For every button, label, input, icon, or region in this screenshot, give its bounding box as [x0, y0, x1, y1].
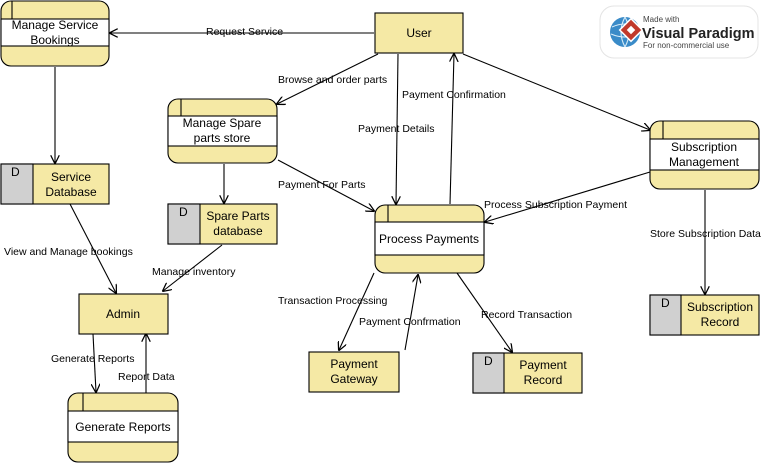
store-subscription-record-marker: D: [661, 296, 670, 310]
entity-user[interactable]: User: [374, 12, 464, 54]
entity-admin[interactable]: Admin: [78, 293, 169, 335]
watermark-license: For non-commercial use: [643, 41, 730, 50]
label-payment-for-parts: Payment For Parts: [278, 179, 366, 191]
flow-user-to-subscription: [462, 53, 650, 130]
label-request-service: Request Service: [206, 26, 283, 38]
flow-transaction-processing: [339, 272, 375, 350]
label-view-and-manage-bookings: View and Manage bookings: [4, 246, 133, 258]
flow-labels: Request Service Browse and order parts P…: [4, 26, 761, 383]
flow-generate-reports: [93, 333, 96, 392]
label-generate-reports: Generate Reports: [51, 353, 134, 365]
flow-payment-details: [396, 53, 398, 204]
label-record-transaction: Record Transaction: [481, 309, 572, 321]
flow-record-transaction: [456, 272, 512, 352]
flow-manage-inventory: [163, 244, 223, 291]
process-process-payments[interactable]: Process Payments: [374, 204, 485, 274]
label-store-subscription-data: Store Subscription Data: [650, 228, 761, 240]
label-process-subscription-payment: Process Subscription Payment: [484, 199, 627, 211]
flow-payment-confirmation: [450, 54, 454, 205]
flow-view-and-manage-bookings: [69, 203, 116, 293]
entity-admin-label: Admin: [106, 307, 140, 321]
label-transaction-processing: Transaction Processing: [278, 295, 387, 307]
label-manage-inventory: Manage inventory: [152, 266, 236, 278]
visual-paradigm-watermark: Made with Visual Paradigm For non-commer…: [599, 5, 759, 59]
label-browse-and-order-parts: Browse and order parts: [278, 74, 387, 86]
flow-browse-and-order-parts: [277, 53, 379, 104]
flow-process-subscription-payment: [485, 171, 651, 222]
process-generate-reports-label: Generate Reports: [75, 420, 170, 434]
flow-payment-for-parts: [277, 159, 374, 211]
label-report-data: Report Data: [118, 371, 175, 383]
watermark-brand: Visual Paradigm: [642, 26, 755, 42]
process-generate-reports[interactable]: Generate Reports: [67, 392, 179, 463]
label-payment-confirmation: Payment Confirmation: [402, 89, 506, 101]
flows: [55, 33, 705, 394]
label-payment-details: Payment Details: [358, 123, 434, 135]
entity-user-label: User: [406, 26, 431, 40]
store-service-database-marker: D: [11, 165, 20, 179]
visual-paradigm-logo-icon: [610, 16, 644, 48]
process-process-payments-label: Process Payments: [379, 232, 479, 246]
label-payment-confrmation: Payment Confrmation: [359, 316, 461, 328]
store-spare-parts-database-marker: D: [179, 205, 188, 219]
store-payment-record-marker: D: [484, 354, 493, 368]
flow-payment-confrmation: [404, 275, 418, 351]
watermark-made-with: Made with: [643, 15, 679, 24]
